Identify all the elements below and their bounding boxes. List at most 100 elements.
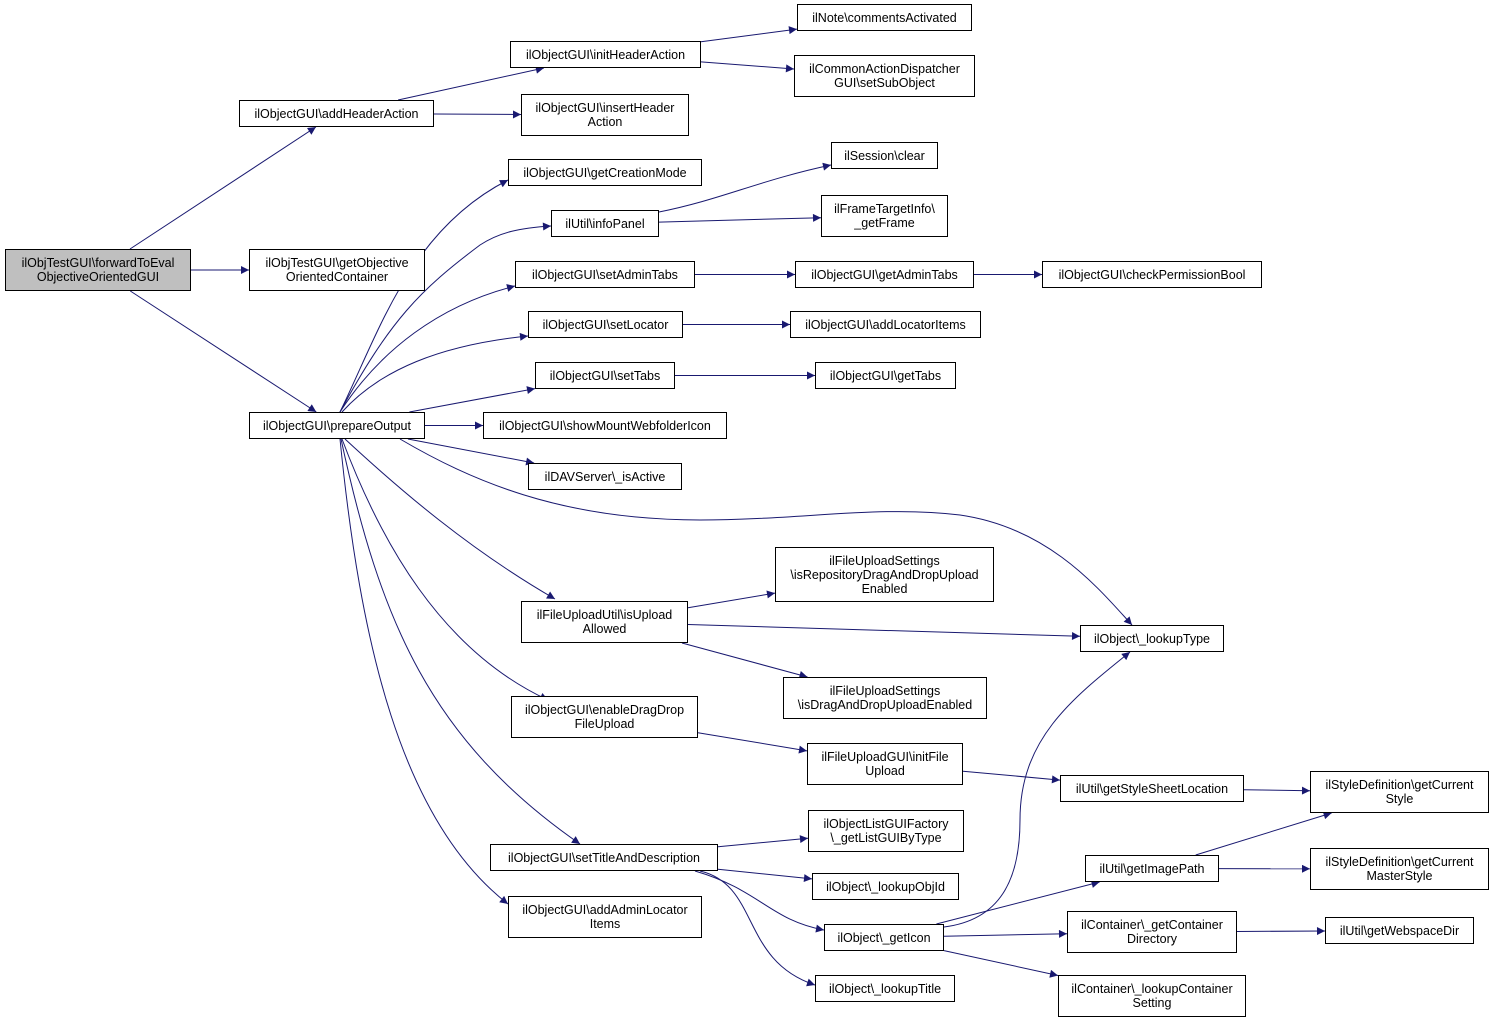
graph-node-lookupTitle[interactable]: ilObject\_lookupTitle (815, 975, 955, 1002)
graph-node-label: ilObjectListGUIFactory (823, 817, 949, 831)
graph-node-label: ilObjTestGUI\forwardToEval (21, 256, 175, 270)
graph-node-label: ilObjectGUI\getTabs (829, 368, 942, 383)
graph-node-label: ilContainer\_lookupContainer (1071, 982, 1233, 996)
graph-node-label: \isDragAndDropUploadEnabled (797, 698, 973, 712)
graph-node-prepareOutput[interactable]: ilObjectGUI\prepareOutput (249, 412, 425, 439)
graph-node-setTabs[interactable]: ilObjectGUI\setTabs (535, 362, 675, 389)
graph-node-getFrame[interactable]: ilFrameTargetInfo\_getFrame (821, 195, 948, 237)
call-edge-enableDragDrop-to-initFileUpload (697, 732, 808, 754)
graph-node-label: ilObjectGUI\getCreationMode (523, 165, 687, 180)
graph-node-label: ObjectiveOrientedGUI (36, 270, 160, 284)
graph-node-label: GUI\setSubObject (834, 76, 935, 90)
call-edge-infoPanel-to-getFrame (658, 213, 822, 223)
graph-node-label: ilStyleDefinition\getCurrent (1325, 855, 1474, 869)
graph-node-label: ilUtil\getStyleSheetLocation (1075, 781, 1229, 796)
graph-node-getIcon[interactable]: ilObject\_getIcon (824, 924, 944, 951)
graph-node-sessionClear[interactable]: ilSession\clear (831, 142, 938, 169)
graph-node-addHeaderAction[interactable]: ilObjectGUI\addHeaderAction (239, 100, 434, 127)
graph-node-label: ilObjectGUI\checkPermissionBool (1058, 267, 1246, 282)
call-edge-addHeaderAction-to-insertHeaderAction (433, 110, 522, 119)
graph-node-getTabs[interactable]: ilObjectGUI\getTabs (815, 362, 956, 389)
graph-node-label: ilObject\_lookupTitle (828, 981, 942, 996)
graph-node-label: ilSession\clear (844, 148, 925, 163)
graph-node-isRepoDnD[interactable]: ilFileUploadSettings\isRepositoryDragAnd… (775, 547, 994, 602)
graph-node-getCreationMode[interactable]: ilObjectGUI\getCreationMode (508, 159, 702, 186)
graph-node-showMountWebfolderIcon[interactable]: ilObjectGUI\showMountWebfolderIcon (483, 412, 727, 439)
graph-node-label: Allowed (582, 622, 627, 636)
graph-node-getWebspaceDir[interactable]: ilUtil\getWebspaceDir (1325, 917, 1474, 944)
call-edge-setTitleAndDescription-to-getIcon (694, 870, 825, 933)
graph-node-infoPanel[interactable]: ilUtil\infoPanel (551, 210, 659, 237)
graph-node-addLocatorItems[interactable]: ilObjectGUI\addLocatorItems (790, 311, 981, 338)
graph-node-label: \_getListGUIByType (830, 831, 942, 845)
graph-node-label: ilUtil\getWebspaceDir (1339, 923, 1460, 938)
graph-node-label: Style (1385, 792, 1414, 806)
call-edge-isUploadAllowed-to-isRepoDnD (687, 590, 776, 609)
graph-node-label: ilObject\_lookupObjId (826, 879, 945, 894)
graph-node-label: ilDAVServer\_isActive (544, 469, 666, 484)
graph-node-label: ilObjectGUI\setLocator (542, 317, 669, 332)
graph-node-checkPermissionBool[interactable]: ilObjectGUI\checkPermissionBool (1042, 261, 1262, 288)
graph-node-label: OrientedContainer (285, 270, 389, 284)
graph-node-label: Directory (1126, 932, 1177, 946)
call-edge-root-to-prepareOutput (130, 290, 317, 413)
graph-node-label: ilObjTestGUI\getObjective (265, 256, 409, 270)
graph-node-label: ilObjectGUI\showMountWebfolderIcon (499, 418, 711, 433)
graph-node-lookupObjId[interactable]: ilObject\_lookupObjId (812, 873, 959, 900)
graph-node-label: ilFileUploadSettings (829, 553, 940, 568)
graph-node-lookupType[interactable]: ilObject\_lookupType (1080, 625, 1224, 652)
graph-node-label: ilFileUploadUtil\isUpload (536, 608, 673, 622)
call-edge-prepareOutput-to-lookupType (399, 438, 1133, 626)
graph-node-setTitleAndDescription[interactable]: ilObjectGUI\setTitleAndDescription (490, 844, 718, 871)
call-edge-initHeaderAction-to-setSubObject (700, 61, 795, 73)
graph-node-label: ilNote\commentsActivated (812, 10, 957, 25)
call-edge-setTitleAndDescription-to-lookupTitle (699, 870, 816, 987)
graph-node-label: ilFileUploadGUI\initFile (821, 750, 949, 764)
graph-node-getImagePath[interactable]: ilUtil\getImagePath (1085, 855, 1219, 882)
graph-node-label: Action (587, 115, 623, 129)
graph-node-label: ilObjectGUI\addLocatorItems (805, 317, 966, 332)
graph-node-isActive[interactable]: ilDAVServer\_isActive (528, 463, 682, 490)
graph-node-label: ilObjectGUI\setTitleAndDescription (508, 850, 700, 865)
graph-node-label: ilObjectGUI\insertHeader (535, 101, 675, 115)
call-edge-prepareOutput-to-setAdminTabs (339, 284, 516, 413)
graph-node-label: ilObjectGUI\prepareOutput (263, 418, 411, 433)
graph-node-label: ilUtil\infoPanel (565, 216, 645, 231)
graph-node-label: ilObject\_lookupType (1093, 631, 1211, 646)
graph-node-getAdminTabs[interactable]: ilObjectGUI\getAdminTabs (795, 261, 974, 288)
graph-node-label: MasterStyle (1366, 869, 1433, 883)
graph-node-initHeaderAction[interactable]: ilObjectGUI\initHeaderAction (510, 41, 701, 68)
graph-node-getStyleSheetLocation[interactable]: ilUtil\getStyleSheetLocation (1060, 775, 1244, 802)
call-edge-getIcon-to-lookupType (943, 651, 1131, 928)
graph-node-getListGUIByType[interactable]: ilObjectListGUIFactory\_getListGUIByType (808, 810, 964, 852)
call-edge-getImagePath-to-getCurrentStyle (1195, 811, 1332, 856)
call-edge-getIcon-to-getContainerDirectory (943, 929, 1068, 938)
graph-node-isDnD[interactable]: ilFileUploadSettings\isDragAndDropUpload… (783, 677, 987, 719)
graph-node-label: \isRepositoryDragAndDropUpload (790, 567, 979, 582)
call-edge-prepareOutput-to-enableDragDrop (341, 438, 549, 701)
graph-node-label: ilObjectGUI\setAdminTabs (532, 267, 678, 282)
graph-node-setLocator[interactable]: ilObjectGUI\setLocator (528, 311, 683, 338)
call-edge-initFileUpload-to-getStyleSheetLocation (962, 770, 1061, 784)
graph-node-label: Setting (1132, 996, 1172, 1010)
call-edge-setTitleAndDescription-to-getListGUIByType (717, 835, 809, 848)
graph-node-label: ilObjectGUI\addAdminLocator (522, 903, 688, 917)
graph-node-label: ilObjectGUI\getAdminTabs (811, 267, 958, 282)
graph-node-setAdminTabs[interactable]: ilObjectGUI\setAdminTabs (515, 261, 695, 288)
graph-node-label: _getFrame (854, 216, 915, 230)
graph-node-label: Items (589, 917, 621, 931)
graph-node-commentsActivated[interactable]: ilNote\commentsActivated (797, 4, 972, 31)
